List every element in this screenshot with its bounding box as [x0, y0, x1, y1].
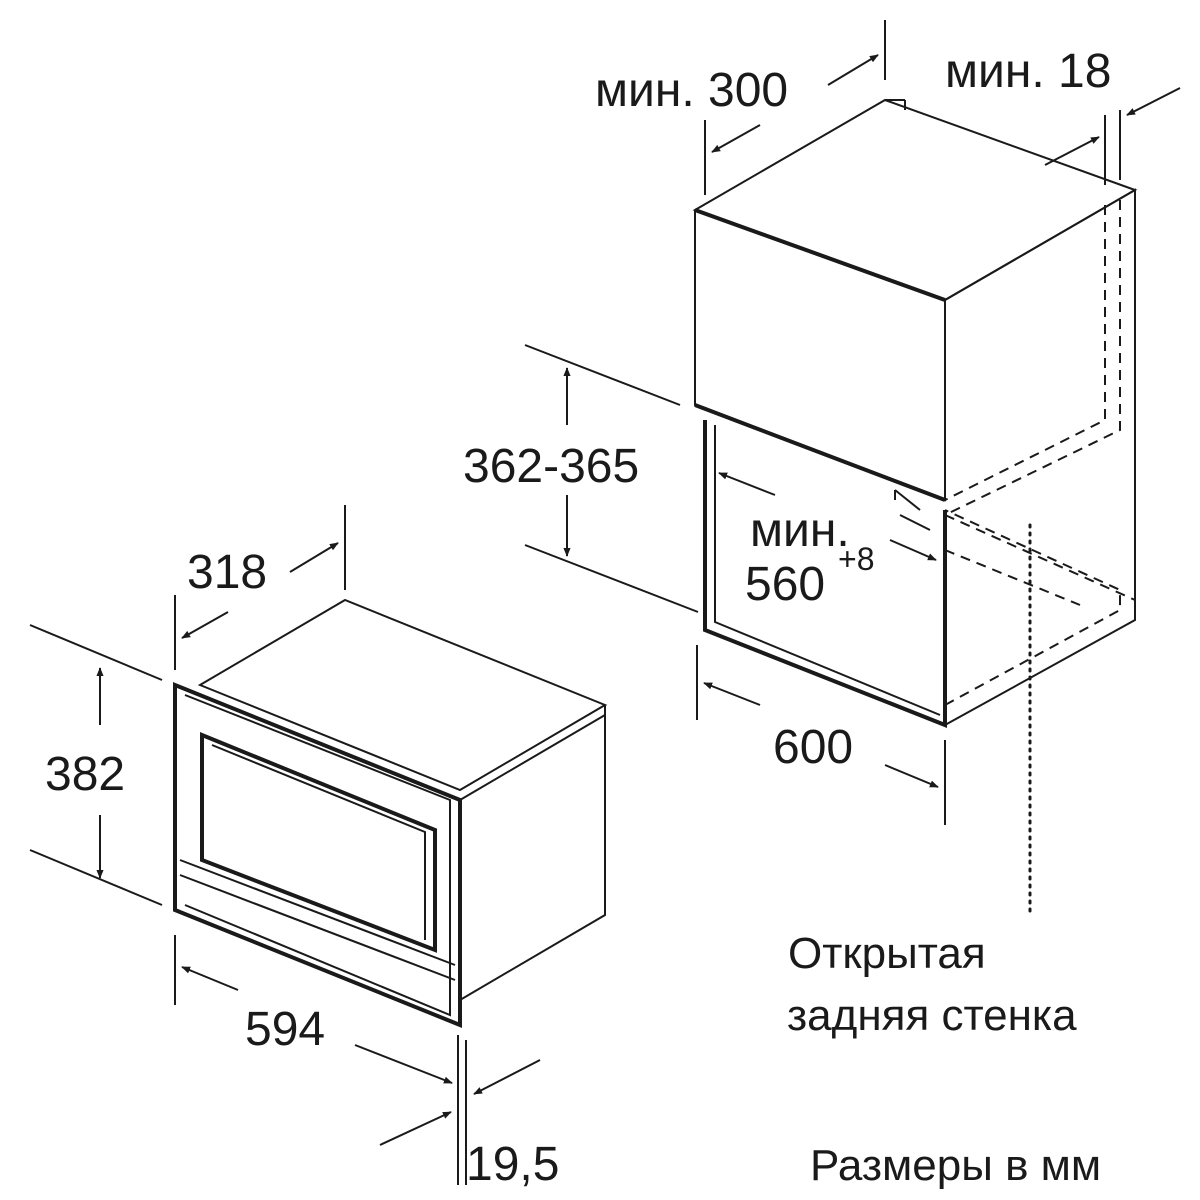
label-cabinet-width: 600 [773, 721, 853, 774]
cabinet-drawing [524, 20, 1181, 917]
label-min-depth: мин. 300 [595, 64, 788, 117]
label-cabinet-height: 362-365 [463, 440, 639, 493]
label-appliance-depth: 318 [187, 546, 267, 599]
appliance-top [197, 598, 608, 792]
label-open-back-line1: Открытая [788, 929, 986, 978]
label-min-width-line1: мин. [750, 504, 850, 557]
label-appliance-height: 382 [45, 748, 125, 801]
label-panel-thickness: 19,5 [466, 1138, 559, 1191]
label-min-gap: мин. 18 [945, 45, 1111, 98]
appliance-front-frame [173, 682, 462, 1028]
label-open-back-line2: задняя стенка [787, 991, 1077, 1040]
label-min-width-line2: 560 [745, 558, 825, 611]
appliance-drawing [29, 505, 608, 1185]
label-min-width-tolerance: +8 [838, 541, 874, 577]
upper-cabinet-top [692, 98, 1138, 302]
label-appliance-width: 594 [245, 1003, 325, 1056]
appliance-door-window [200, 732, 437, 953]
units-note: Размеры в мм [810, 1141, 1101, 1190]
